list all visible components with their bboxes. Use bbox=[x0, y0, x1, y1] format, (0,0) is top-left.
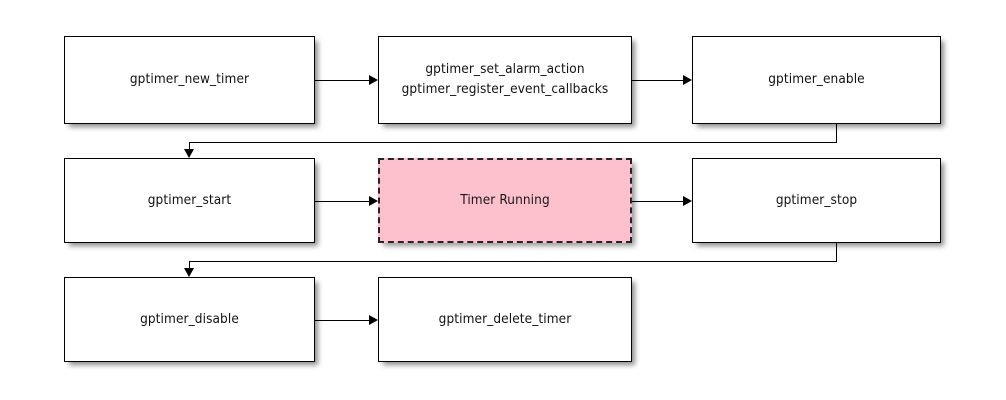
edge-disable-to-delete-timer bbox=[315, 320, 369, 321]
arrowhead-disable bbox=[184, 268, 194, 277]
node-gptimer-start[interactable]: gptimer_start bbox=[64, 158, 315, 243]
arrowhead-enable bbox=[683, 75, 692, 85]
node-gptimer-new-timer[interactable]: gptimer_new_timer bbox=[64, 36, 315, 124]
arrowhead-set-alarm bbox=[369, 75, 378, 85]
node-label: Timer Running bbox=[460, 191, 550, 208]
node-gptimer-stop[interactable]: gptimer_stop bbox=[692, 158, 941, 243]
node-label: gptimer_disable bbox=[140, 310, 239, 327]
node-label-line-1: gptimer_set_alarm_action bbox=[425, 61, 585, 78]
edge-enable-to-start-vertical-right bbox=[836, 124, 837, 142]
edge-stop-to-disable-horizontal bbox=[189, 261, 837, 262]
edge-stop-to-disable-vertical-left bbox=[189, 261, 190, 271]
node-gptimer-disable[interactable]: gptimer_disable bbox=[64, 277, 315, 362]
node-gptimer-enable[interactable]: gptimer_enable bbox=[692, 36, 941, 124]
edge-enable-to-start-horizontal bbox=[189, 142, 837, 143]
edge-set-alarm-to-enable bbox=[632, 80, 683, 81]
node-label: gptimer_delete_timer bbox=[438, 310, 572, 327]
node-gptimer-set-alarm-action[interactable]: gptimer_set_alarm_action gptimer_registe… bbox=[378, 36, 632, 124]
node-label: gptimer_new_timer bbox=[129, 71, 250, 88]
edge-new-timer-to-set-alarm bbox=[315, 80, 369, 81]
arrowhead-timer-running bbox=[369, 196, 378, 206]
edge-timer-running-to-stop bbox=[632, 201, 683, 202]
arrowhead-delete-timer bbox=[369, 315, 378, 325]
edge-start-to-timer-running bbox=[315, 201, 369, 202]
edge-stop-to-disable-vertical-right bbox=[836, 243, 837, 261]
node-timer-running[interactable]: Timer Running bbox=[378, 158, 632, 243]
node-label: gptimer_stop bbox=[775, 191, 858, 208]
node-label-line-2: gptimer_register_event_callbacks bbox=[401, 81, 609, 97]
node-gptimer-delete-timer[interactable]: gptimer_delete_timer bbox=[378, 277, 632, 362]
arrowhead-stop bbox=[683, 196, 692, 206]
node-label: gptimer_enable bbox=[768, 71, 865, 88]
arrowhead-start bbox=[184, 149, 194, 158]
edge-enable-to-start-vertical-left bbox=[189, 142, 190, 152]
node-label: gptimer_start bbox=[147, 191, 232, 208]
